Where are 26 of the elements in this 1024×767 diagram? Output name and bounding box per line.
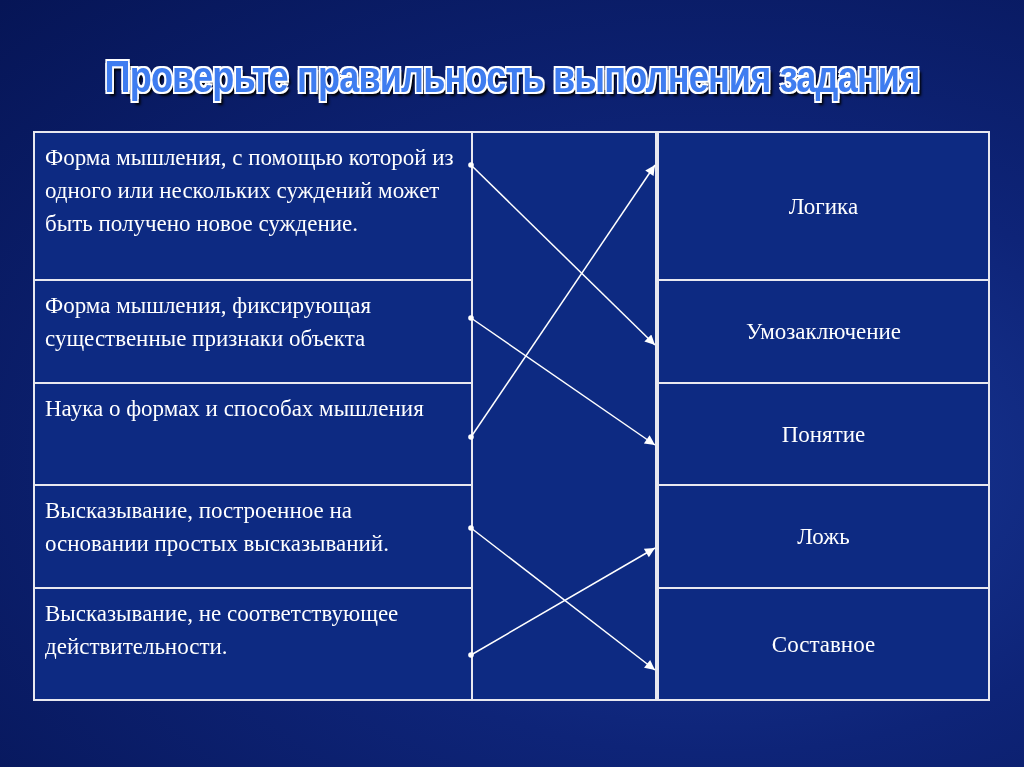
arrow: [468, 162, 656, 346]
term-text: Понятие: [781, 420, 866, 449]
table-cell: [33, 587, 473, 701]
definition-text: Высказывание, не соответствующее действительности.: [45, 600, 400, 661]
table-cell: [33, 484, 473, 589]
table-cell: [657, 587, 990, 701]
arrow: [468, 315, 656, 446]
table-cell: [33, 279, 473, 384]
table-cell: [33, 382, 473, 486]
definition-text: Наука о формах и способах мышления: [45, 395, 425, 423]
arrow: [468, 164, 656, 440]
definition-text: Форма мышления, фиксирующая существенные признаки объекта: [45, 292, 372, 353]
term-text: Составное: [771, 630, 876, 659]
term-text: Умозаключение: [745, 318, 902, 346]
arrow: [468, 525, 656, 671]
definition-text: Высказывание, построенное на основании простых высказываний.: [45, 497, 390, 558]
table-cell: [33, 131, 473, 281]
term-text: Логика: [788, 192, 859, 221]
arrow: [468, 547, 656, 658]
table-cell: [657, 131, 990, 281]
table-cell: [657, 484, 990, 589]
table-cell: [657, 279, 990, 384]
term-text: Ложь: [797, 523, 850, 551]
slide-title: Проверьте правильность выполнения задания: [103, 52, 921, 102]
table-cell: [657, 382, 990, 486]
definition-text: Форма мышления, с помощью которой из одного или нескольких суждений может быть получено новое суждение.: [45, 144, 455, 238]
